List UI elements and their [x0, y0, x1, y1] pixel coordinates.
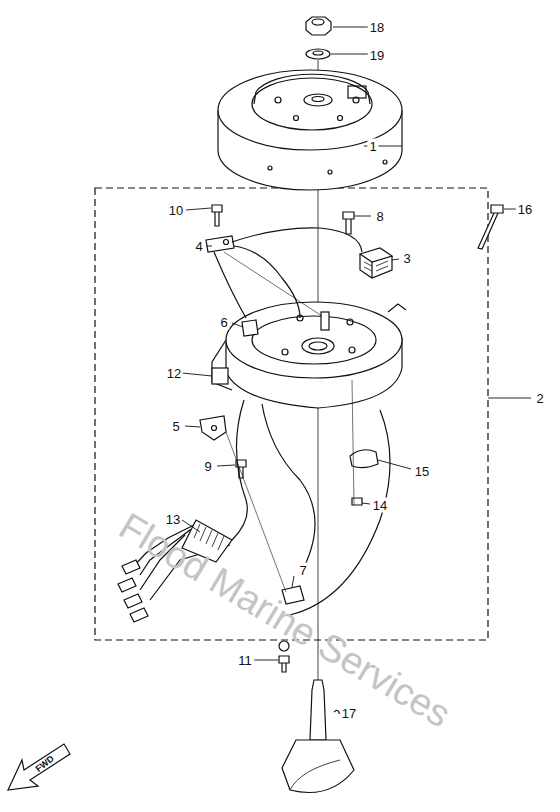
callout-number: 11: [236, 653, 254, 668]
wire-clip: [242, 320, 258, 336]
callout-number: 6: [218, 315, 229, 330]
wire-clamp: [206, 236, 234, 252]
callout-number: 3: [401, 251, 412, 266]
callout-number: 5: [170, 419, 181, 434]
wire-clamp: [350, 450, 378, 468]
stator-base: [212, 302, 406, 408]
fwd-arrow: [8, 744, 70, 790]
callout-number: 9: [202, 459, 213, 474]
callout-number: 18: [368, 20, 386, 35]
assembly-box: [95, 188, 488, 640]
callout-number: 13: [164, 512, 182, 527]
callout-number: 2: [534, 391, 545, 406]
callout-number: 7: [297, 563, 308, 578]
washer: [306, 49, 330, 59]
crankshaft: [282, 680, 354, 793]
wire: [214, 252, 246, 318]
callout-number: 16: [516, 202, 534, 217]
callout-number: 15: [413, 464, 431, 479]
watermark: Flood Marine Services: [111, 504, 459, 735]
callout-number: 17: [340, 706, 358, 721]
callout-number: 4: [193, 239, 204, 254]
callout-number: 19: [368, 48, 386, 63]
flywheel: [218, 70, 402, 190]
callout-number: 1: [367, 139, 378, 154]
ground-terminal: [279, 641, 289, 672]
callout-number: 8: [374, 209, 385, 224]
coil-part: [360, 248, 392, 278]
callout-number: 12: [165, 366, 183, 381]
bracket-part: [200, 416, 226, 440]
wire: [234, 246, 300, 318]
callout-number: 10: [167, 203, 185, 218]
wire: [232, 228, 362, 252]
screw: [352, 498, 362, 505]
nut: [306, 17, 331, 35]
callout-number: 14: [371, 498, 389, 513]
